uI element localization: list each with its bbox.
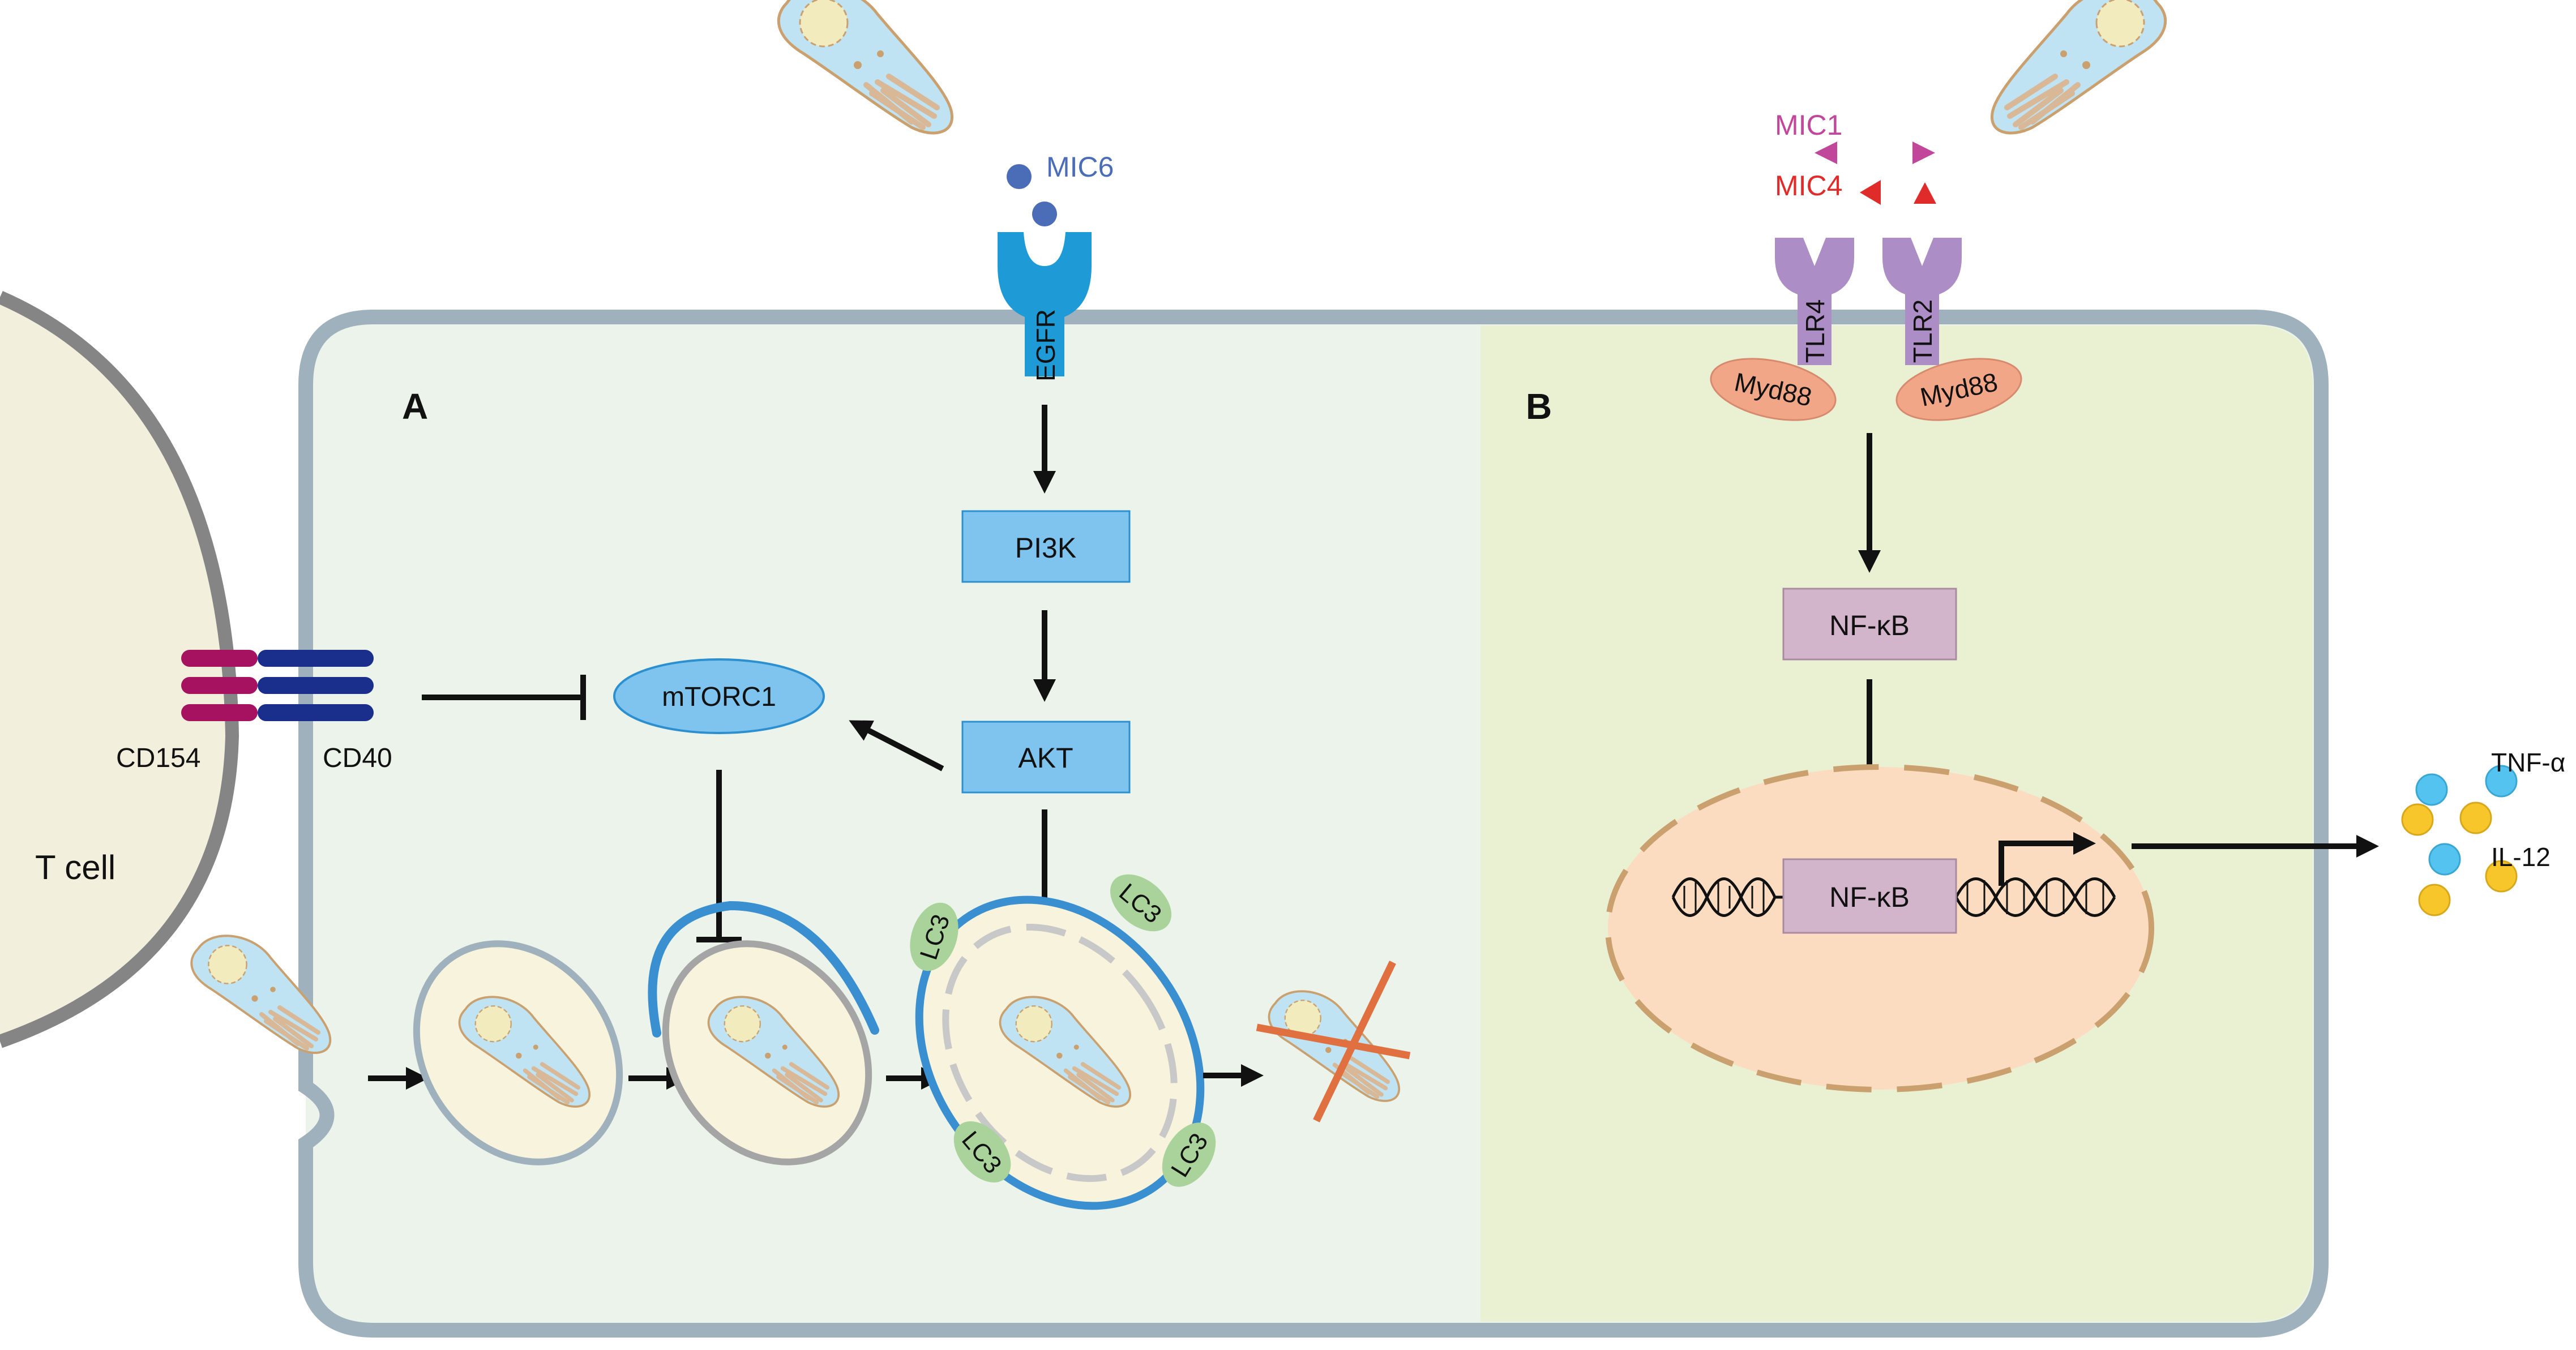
mic1-molecule bbox=[1912, 142, 1935, 164]
cd154-cd40-complex bbox=[181, 650, 374, 721]
t-cell-label: T cell bbox=[35, 848, 115, 886]
il12-molecule bbox=[2459, 802, 2492, 834]
il12-molecule bbox=[2401, 803, 2434, 836]
cytokine-cluster bbox=[2401, 765, 2518, 916]
phagophore-vacuole bbox=[648, 901, 879, 1165]
transcription-start-arrow bbox=[1999, 832, 2096, 886]
mic1-molecule bbox=[1815, 142, 1837, 164]
cd40-label: CD40 bbox=[323, 743, 392, 773]
nfkb-cytoplasm-label: NF-κB bbox=[1829, 610, 1910, 641]
il12-molecule bbox=[2485, 860, 2518, 893]
myd88-right: Myd88 bbox=[1895, 358, 2022, 421]
nfkb-nucleus-box bbox=[1782, 858, 1957, 934]
myd88-left: Myd88 bbox=[1710, 358, 1837, 421]
mic6-molecule bbox=[1032, 202, 1057, 226]
panel-a-label: A bbox=[402, 386, 428, 427]
phagophore-membrane bbox=[648, 901, 879, 1038]
tlr4-receptor bbox=[1775, 238, 1854, 365]
egfr-label: EGFR bbox=[1031, 309, 1060, 382]
akt-label: AKT bbox=[1018, 742, 1073, 774]
mic1-label: MIC1 bbox=[1775, 109, 1842, 141]
tlr2-receptor bbox=[1882, 238, 1962, 365]
mic4-molecule bbox=[1860, 180, 1881, 205]
cell-membrane bbox=[298, 310, 2329, 1338]
tnf-alpha-molecule bbox=[2415, 773, 2448, 806]
mic6-molecule bbox=[1007, 164, 1032, 189]
tlr4-label: TLR4 bbox=[1800, 299, 1830, 363]
nfkb-nucleus-label: NF-κB bbox=[1829, 881, 1910, 913]
pi3k-box bbox=[961, 510, 1131, 583]
lc3-protein: LC3 bbox=[910, 902, 958, 971]
mic4-label: MIC4 bbox=[1775, 170, 1842, 202]
il12-label: IL-12 bbox=[2491, 842, 2551, 872]
cd154-label: CD154 bbox=[116, 743, 200, 773]
destruction-cross bbox=[1256, 961, 1411, 1122]
panel-b-label: B bbox=[1526, 386, 1552, 427]
nfkb-cytoplasm-box bbox=[1782, 588, 1957, 661]
tnf-alpha-label: TNF-α bbox=[2491, 748, 2565, 777]
parasite-top-a bbox=[778, 0, 952, 133]
tnf-alpha-molecule bbox=[2485, 765, 2518, 798]
t-cell bbox=[0, 297, 232, 1042]
dna-strand-right bbox=[1954, 877, 2116, 917]
pi3k-label: PI3K bbox=[1015, 532, 1076, 564]
cd40-inhibits-mtorc1 bbox=[422, 675, 586, 720]
tnf-alpha-molecule bbox=[2428, 843, 2461, 876]
akt-box bbox=[961, 721, 1131, 794]
mtorc1-ellipse bbox=[613, 658, 825, 734]
dna-strand-left bbox=[1671, 877, 1783, 917]
mic4-molecule bbox=[1914, 182, 1936, 204]
egfr-receptor bbox=[998, 232, 1092, 376]
mic6-label: MIC6 bbox=[1046, 151, 1114, 183]
il12-molecule bbox=[2418, 884, 2451, 916]
parasite-top-b bbox=[1992, 0, 2165, 133]
tlr2-label: TLR2 bbox=[1908, 299, 1937, 363]
mtorc1-label: mTORC1 bbox=[662, 682, 776, 712]
parasitophorous-vacuole bbox=[413, 940, 623, 1165]
akt-to-mtorc1-arrow bbox=[849, 720, 944, 772]
